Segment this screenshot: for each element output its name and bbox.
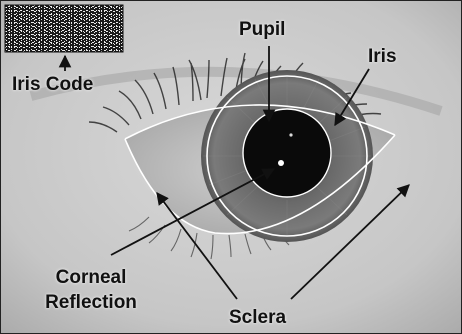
sclera-label: Sclera <box>229 307 286 329</box>
corneal-reflection-label: Corneal Reflection <box>23 265 159 315</box>
corneal-label-line2: Reflection <box>23 290 159 315</box>
iris-label: Iris <box>368 46 397 68</box>
corneal-label-line1: Corneal <box>23 265 159 290</box>
iris-code-label: Iris Code <box>12 74 93 96</box>
reflection-icon <box>278 160 284 166</box>
pupil-label: Pupil <box>239 19 285 41</box>
reflection-small-icon <box>289 133 292 136</box>
iris-code-icon <box>5 5 123 52</box>
